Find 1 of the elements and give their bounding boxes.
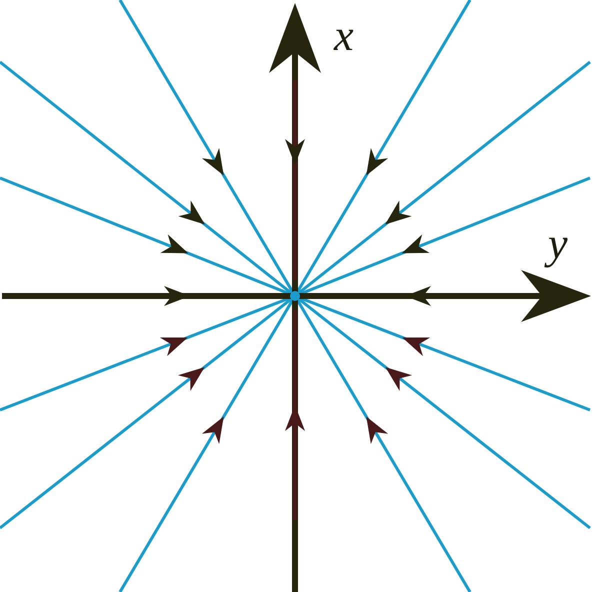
axis-label: x	[334, 14, 354, 58]
